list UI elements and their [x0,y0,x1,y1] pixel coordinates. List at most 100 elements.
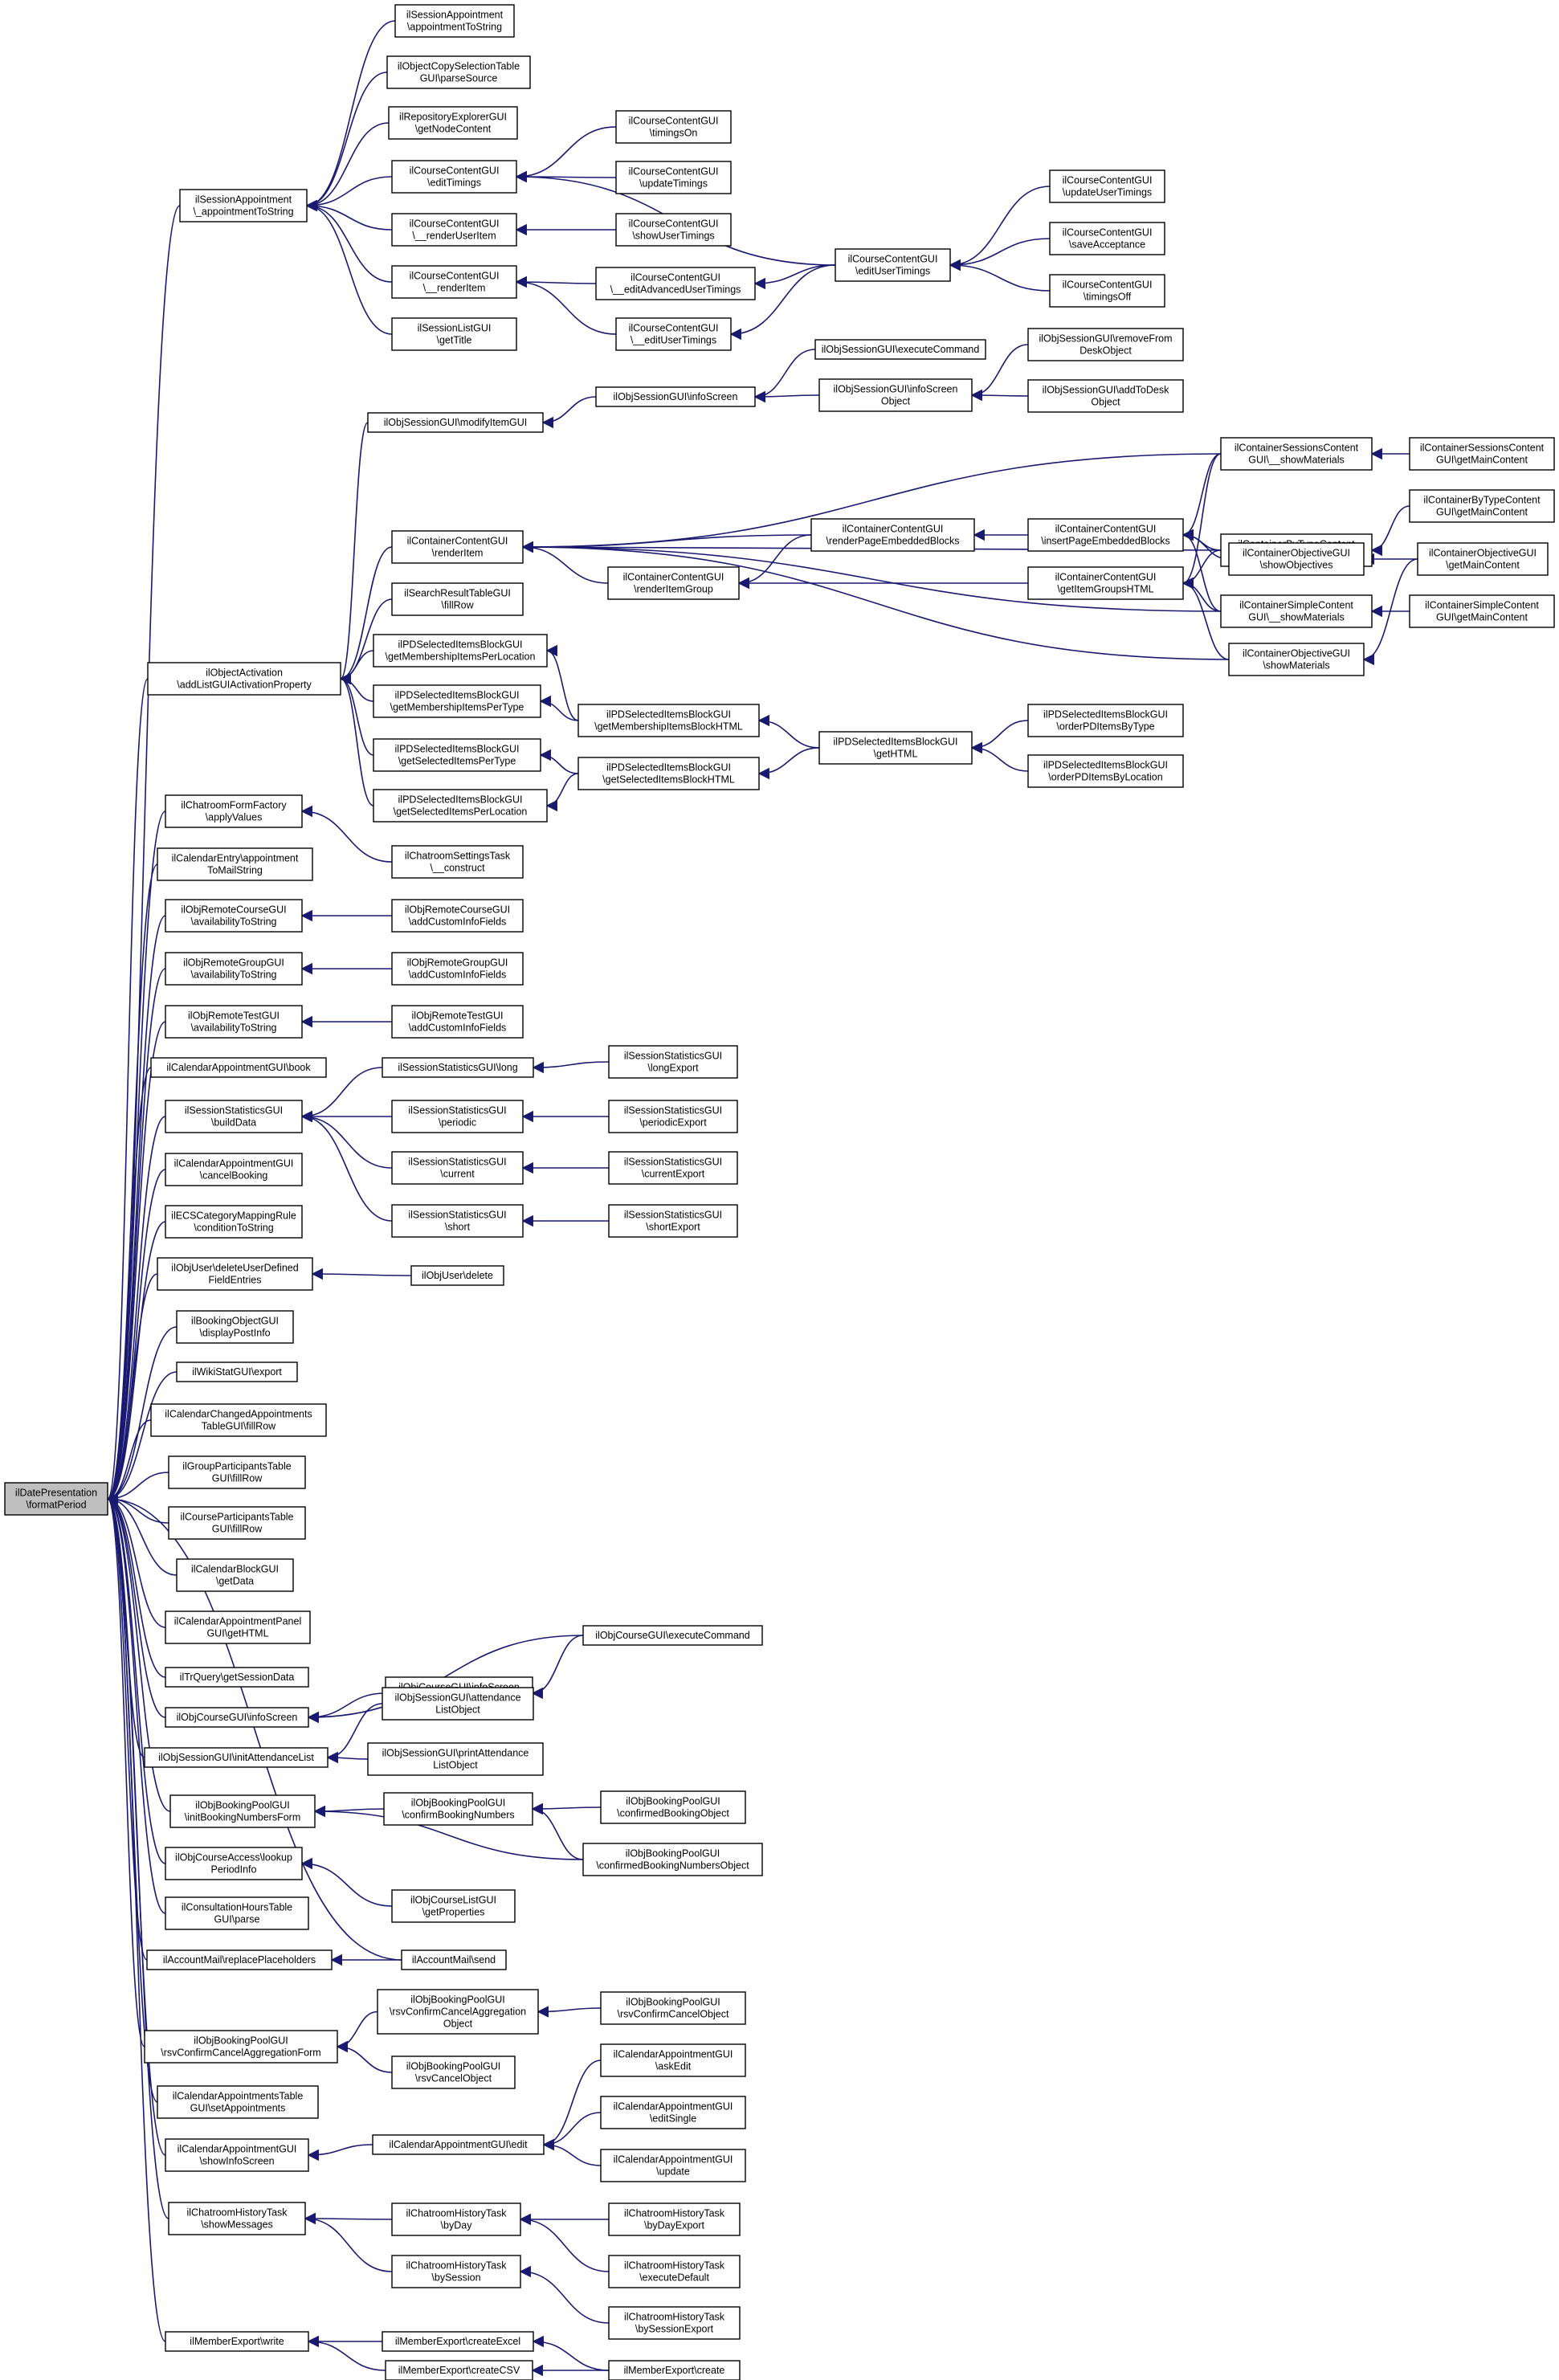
function-node[interactable]: ilCourseContentGUI\timingsOff [1049,274,1165,308]
function-node[interactable]: ilObjSessionGUI\infoScreen [595,386,756,407]
root-node[interactable]: ilDatePresentation\formatPeriod [4,1482,108,1516]
function-node[interactable]: ilChatroomSettingsTask\__construct [391,845,524,879]
function-node[interactable]: ilCalendarAppointmentGUI\book [150,1057,327,1078]
function-node[interactable]: ilObjBookingPoolGUI\rsvConfirmCancelAggr… [377,1989,539,2035]
function-node[interactable]: ilObjCourseGUI\executeCommand [582,1625,763,1646]
function-node[interactable]: ilSessionStatisticsGUI\short [391,1204,524,1238]
function-node[interactable]: ilObjCourseGUI\infoScreen [165,1707,309,1728]
function-node[interactable]: ilChatroomHistoryTask\showMessages [168,2202,306,2235]
function-node[interactable]: ilContainerObjectiveGUI\showObjectives [1228,542,1365,576]
function-node[interactable]: ilContainerContentGUI\renderItemGroup [607,566,740,600]
function-node[interactable]: ilObjSessionGUI\executeCommand [814,339,986,360]
function-node[interactable]: ilChatroomHistoryTask\executeDefault [608,2255,741,2288]
function-node[interactable]: ilObjBookingPoolGUI\rsvConfirmCancelAggr… [144,2030,338,2064]
function-node[interactable]: ilTrQuery\getSessionData [165,1667,309,1688]
function-node[interactable]: ilCalendarAppointmentGUI\askEdit [600,2043,746,2077]
function-node[interactable]: ilSessionStatisticsGUI\periodic [391,1100,524,1133]
function-node[interactable]: ilSessionStatisticsGUI\buildData [165,1100,303,1133]
function-node[interactable]: ilObjCourseListGUI\getProperties [391,1889,516,1923]
function-node[interactable]: ilObjBookingPoolGUI\rsvConfirmCancelObje… [600,1991,746,2025]
function-node[interactable]: ilObjUser\delete [410,1265,504,1286]
function-node[interactable]: ilObjSessionGUI\printAttendanceListObjec… [367,1742,544,1776]
function-node[interactable]: ilObjRemoteCourseGUI\availabilityToStrin… [165,899,303,933]
function-node[interactable]: ilContainerObjectiveGUI\getMainContent [1417,542,1549,576]
function-node[interactable]: ilContainerSessionsContentGUI\getMainCon… [1409,437,1555,471]
function-node[interactable]: ilCourseContentGUI\__renderItem [391,265,517,299]
function-node[interactable]: ilCalendarAppointmentsTableGUI\setAppoin… [157,2085,319,2119]
function-node[interactable]: ilCourseContentGUI\showUserTimings [615,213,732,247]
function-node[interactable]: ilObjectCopySelectionTableGUI\parseSourc… [386,55,531,89]
function-node[interactable]: ilCourseContentGUI\timingsOn [615,110,732,144]
function-node[interactable]: ilCourseContentGUI\editTimings [391,160,517,194]
function-node[interactable]: ilRepositoryExplorerGUI\getNodeContent [388,106,518,140]
function-node[interactable]: ilCalendarAppointmentGUI\showInfoScreen [165,2138,309,2172]
function-node[interactable]: ilAccountMail\replacePlaceholders [146,1949,333,1970]
function-node[interactable]: ilMemberExport\write [165,2331,309,2352]
function-node[interactable]: ilMemberExport\create [608,2360,741,2380]
function-node[interactable]: ilContainerObjectiveGUI\showMaterials [1228,643,1365,676]
function-node[interactable]: ilPDSelectedItemsBlockGUI\getMembershipI… [373,684,541,718]
function-node[interactable]: ilWikiStatGUI\export [176,1361,298,1382]
function-node[interactable]: ilCalendarBlockGUI\getData [176,1558,294,1592]
function-node[interactable]: ilSessionStatisticsGUI\current [391,1151,524,1185]
function-node[interactable]: ilCourseContentGUI\__editAdvancedUserTim… [595,267,756,300]
function-node[interactable]: ilObjBookingPoolGUI\initBookingNumbersFo… [169,1794,316,1828]
function-node[interactable]: ilChatroomHistoryTask\byDayExport [608,2202,741,2236]
function-node[interactable]: ilECSCategoryMappingRule\conditionToStri… [165,1205,303,1239]
function-node[interactable]: ilCalendarAppointmentGUI\edit [372,2134,545,2155]
function-node[interactable]: ilPDSelectedItemsBlockGUI\getMembershipI… [373,634,548,667]
function-node[interactable]: ilObjectActivation\addListGUIActivationP… [147,662,341,696]
function-node[interactable]: ilPDSelectedItemsBlockGUI\getHTML [818,731,973,765]
function-node[interactable]: ilPDSelectedItemsBlockGUI\getSelectedIte… [373,738,541,772]
function-node[interactable]: ilContainerContentGUI\getItemGroupsHTML [1027,566,1184,600]
function-node[interactable]: ilCourseContentGUI\editUserTimings [835,248,951,282]
function-node[interactable]: ilObjBookingPoolGUI\confirmedBookingObje… [600,1790,746,1824]
function-node[interactable]: ilObjRemoteGroupGUI\availabilityToString [165,952,303,986]
function-node[interactable]: ilSessionAppointment\_appointmentToStrin… [179,189,308,222]
function-node[interactable]: ilObjBookingPoolGUI\confirmBookingNumber… [383,1792,533,1826]
function-node[interactable]: ilObjRemoteGroupGUI\addCustomInfoFields [391,952,524,986]
function-node[interactable]: ilBookingObjectGUI\displayPostInfo [176,1310,294,1344]
function-node[interactable]: ilPDSelectedItemsBlockGUI\orderPDItemsBy… [1027,704,1184,737]
function-node[interactable]: ilSessionStatisticsGUI\longExport [608,1045,738,1079]
function-node[interactable]: ilSessionStatisticsGUI\currentExport [608,1151,738,1185]
function-node[interactable]: ilAccountMail\send [401,1949,507,1970]
function-node[interactable]: ilSessionListGUI\getTitle [391,317,517,351]
function-node[interactable]: ilCourseContentGUI\__renderUserItem [391,213,517,247]
function-node[interactable]: ilObjSessionGUI\initAttendanceList [144,1747,329,1768]
function-node[interactable]: ilPDSelectedItemsBlockGUI\getSelectedIte… [577,757,760,790]
function-node[interactable]: ilCalendarChangedAppointmentsTableGUI\fi… [150,1403,327,1437]
function-node[interactable]: ilObjBookingPoolGUI\rsvCancelObject [391,2055,516,2089]
function-node[interactable]: ilCalendarAppointmentGUI\update [600,2149,746,2182]
function-node[interactable]: ilChatroomFormFactory\applyValues [165,794,303,828]
function-node[interactable]: ilCourseContentGUI\updateUserTimings [1049,169,1165,203]
function-node[interactable]: ilObjRemoteCourseGUI\addCustomInfoFields [391,899,524,933]
function-node[interactable]: ilChatroomHistoryTask\bySession [391,2255,521,2288]
function-node[interactable]: ilContainerSessionsContentGUI\__showMate… [1220,437,1373,471]
function-node[interactable]: ilCourseContentGUI\saveAcceptance [1049,222,1165,255]
function-node[interactable]: ilChatroomHistoryTask\byDay [391,2202,521,2236]
function-node[interactable]: ilSessionStatisticsGUI\shortExport [608,1204,738,1238]
function-node[interactable]: ilObjRemoteTestGUI\addCustomInfoFields [391,1005,524,1039]
function-node[interactable]: ilPDSelectedItemsBlockGUI\getMembershipI… [577,704,760,737]
function-node[interactable]: ilContainerByTypeContentGUI\getMainConte… [1409,489,1555,523]
function-node[interactable]: ilSessionStatisticsGUI\long [382,1057,534,1078]
function-node[interactable]: ilContainerSimpleContentGUI\__showMateri… [1220,594,1373,628]
function-node[interactable]: ilMemberExport\createExcel [382,2331,534,2352]
function-node[interactable]: ilContainerContentGUI\renderItem [391,530,524,564]
function-node[interactable]: ilCourseContentGUI\__editUserTimings [615,317,732,351]
function-node[interactable]: ilMemberExport\createCSV [385,2360,533,2380]
function-node[interactable]: ilContainerContentGUI\renderPageEmbedded… [810,518,975,552]
function-node[interactable]: ilChatroomHistoryTask\bySessionExport [608,2306,741,2340]
